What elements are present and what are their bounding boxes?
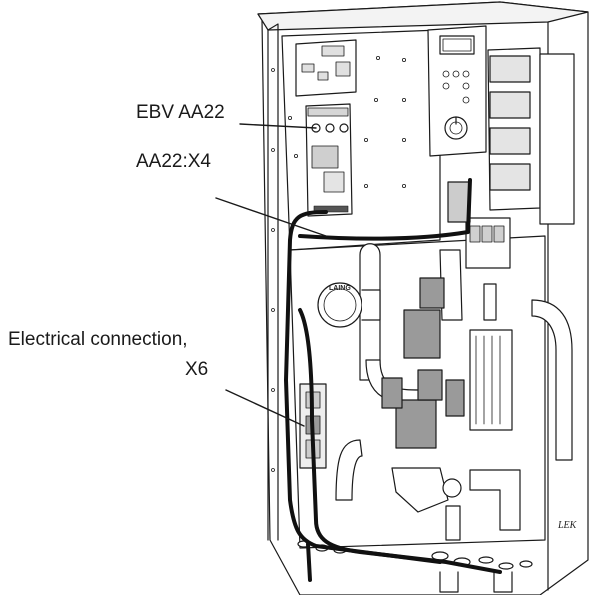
control-panel	[427, 25, 487, 157]
callout-leaders	[215, 123, 327, 427]
cable-x4-horizontal	[298, 178, 472, 241]
pump-brand-label: LAING	[329, 285, 351, 292]
actuator-valves	[381, 277, 465, 449]
pipework	[335, 243, 573, 531]
upper-circuit-board	[295, 39, 357, 97]
side-mounting-holes	[271, 68, 275, 472]
lek-mark: LEK	[558, 520, 577, 531]
leader-x6	[225, 389, 305, 427]
cable-drop	[306, 542, 312, 582]
circuit-breakers	[447, 181, 511, 269]
panel-rivets	[287, 56, 406, 188]
terminal-x4	[313, 205, 349, 213]
leader-ebv-aa22	[239, 123, 317, 129]
routed-cables	[284, 178, 502, 582]
callout-electrical-connection: Electrical connection,	[8, 329, 188, 350]
display-screen	[439, 35, 475, 55]
cable-x4-to-control	[284, 210, 442, 564]
leader-aa22-x4	[215, 197, 327, 237]
cable-x6	[298, 308, 502, 574]
terminal-block	[469, 283, 513, 431]
relay-modules	[487, 47, 575, 225]
callout-ebv-aa22: EBV AA22	[136, 102, 225, 123]
callout-aa22-x4: AA22:X4	[136, 151, 211, 172]
filter-valve	[391, 467, 462, 541]
callout-x6: X6	[185, 359, 209, 380]
ebv-aa22-board	[305, 103, 353, 217]
circulation-pump	[317, 282, 381, 328]
